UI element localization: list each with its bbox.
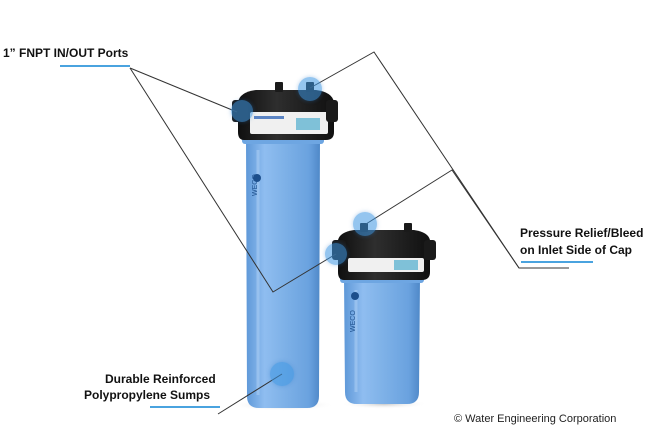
underline-ports (60, 65, 130, 67)
hotspot-tall-relief[interactable] (298, 77, 322, 101)
label-sumps-line1: Durable Reinforced (105, 372, 216, 386)
hotspot-tall-inlet-port[interactable] (231, 100, 253, 122)
short-outlet-port (424, 240, 436, 260)
weco-logo-short (351, 292, 359, 300)
leader-relief-tall (309, 51, 569, 269)
copyright-credit: © Water Engineering Corporation (454, 413, 616, 425)
tall-sump (246, 138, 320, 408)
svg-text:WECO: WECO (350, 310, 357, 332)
leader-lines (129, 51, 569, 415)
label-relief-line1: Pressure Relief/Bleed (520, 226, 644, 240)
label-relief-line2: on Inlet Side of Cap (520, 243, 633, 257)
hotspot-short-relief[interactable] (353, 212, 377, 236)
short-cap (338, 230, 430, 280)
underline-sumps (150, 406, 220, 408)
short-filter-housing: WECO (332, 223, 436, 404)
label-sumps-line2: Polypropylene Sumps (84, 388, 211, 402)
tall-relief-button (275, 82, 283, 92)
hotspot-sump[interactable] (270, 362, 294, 386)
label-ports: 1” FNPT IN/OUT Ports (3, 46, 129, 60)
copyright-symbol: © (454, 413, 463, 425)
underline-relief (521, 261, 593, 263)
tall-filter-housing: WECO (232, 82, 338, 408)
leader-ports-short (129, 67, 337, 293)
svg-text:WECO: WECO (252, 174, 259, 196)
leader-ports-tall (129, 67, 238, 113)
hotspot-short-inlet-port[interactable] (325, 243, 347, 265)
weco-logo-tall (253, 174, 261, 182)
tall-outlet-port (326, 100, 338, 122)
leader-relief-short (365, 169, 520, 269)
short-sump (344, 278, 420, 404)
copyright-text: Water Engineering Corporation (465, 413, 617, 425)
